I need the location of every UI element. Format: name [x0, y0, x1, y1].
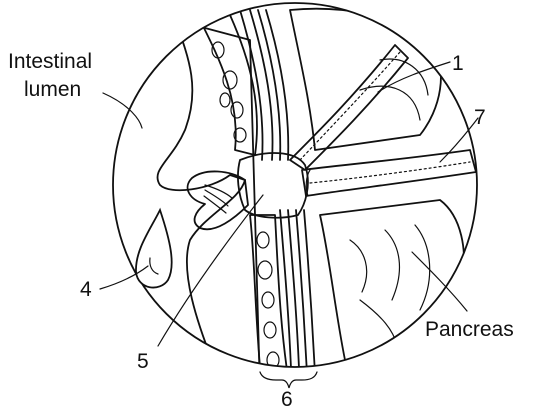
label-7: 7	[474, 106, 486, 129]
label-intestinal-line1: Intestinal	[8, 50, 92, 73]
label-1: 1	[452, 52, 464, 75]
brace-6	[260, 372, 317, 388]
label-4: 4	[80, 278, 92, 301]
label-5: 5	[137, 350, 149, 373]
label-pancreas: Pancreas	[425, 318, 514, 341]
label-6: 6	[281, 388, 293, 411]
label-intestinal-line2: lumen	[24, 78, 81, 101]
